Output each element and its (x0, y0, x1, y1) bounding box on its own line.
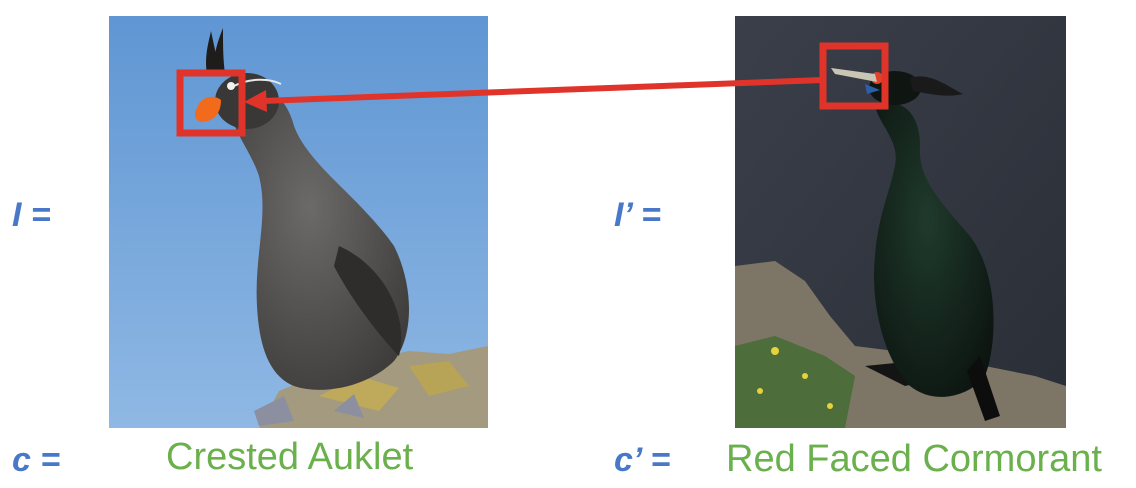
class-name-left: Crested Auklet (166, 436, 414, 478)
image-label-left: I = (12, 196, 51, 234)
class-label-left: c = (12, 441, 61, 479)
crested-auklet-photo (109, 16, 488, 428)
class-name-right: Red Faced Cormorant (726, 438, 1102, 480)
class-label-right: c’ = (614, 441, 671, 479)
image-label-right: I’ = (614, 196, 661, 234)
red-faced-cormorant-photo (735, 16, 1066, 428)
